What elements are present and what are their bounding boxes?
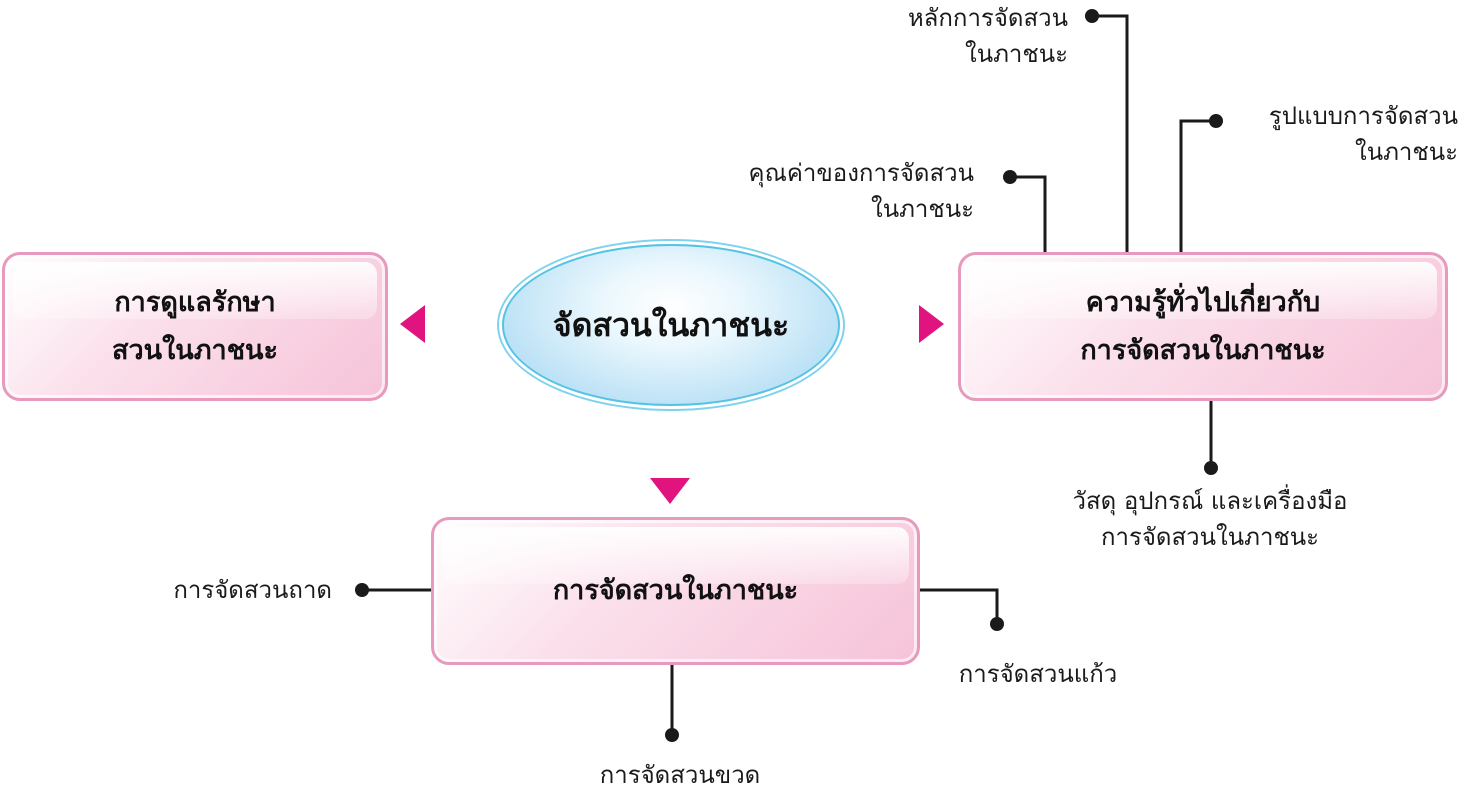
central-topic-label: จัดสวนในภาชนะ xyxy=(552,305,790,344)
general-knowledge-box: ความรู้ทั่วไปเกี่ยวกับ การจัดสวนในภาชนะ xyxy=(958,252,1448,401)
general-knowledge-label: ความรู้ทั่วไปเกี่ยวกับ การจัดสวนในภาชนะ xyxy=(1080,287,1326,366)
leaf-bottle-garden: การจัดสวนขวด xyxy=(599,761,761,789)
leaf-value: คุณค่าของการจัดสวน ในภาชนะ xyxy=(748,159,974,223)
connector-value xyxy=(1010,175,1047,252)
connector-glass xyxy=(920,588,999,624)
arrow-to-bottom-box xyxy=(650,416,690,504)
dot-bottle xyxy=(665,728,679,742)
dot-materials xyxy=(1204,461,1218,475)
arrow-to-left-box xyxy=(400,305,492,343)
leaf-tray-garden: การจัดสวนถาด xyxy=(173,576,332,604)
dot-value xyxy=(1003,170,1017,184)
dot-patterns xyxy=(1209,114,1223,128)
leaf-glass-garden: การจัดสวนแก้ว xyxy=(958,660,1118,688)
central-topic-ellipse: จัดสวนในภาชนะ xyxy=(502,244,840,406)
dot-principles xyxy=(1085,9,1099,23)
arrow-to-right-box xyxy=(850,305,944,343)
leaf-principles: หลักการจัดสวน ในภาชนะ xyxy=(907,4,1068,68)
container-gardening-box: การจัดสวนในภาชนะ xyxy=(431,517,920,665)
connector-principles xyxy=(1092,14,1129,252)
leaf-materials: วัสดุ อุปกรณ์ และเครื่องมือ การจัดสวนในภ… xyxy=(1072,487,1348,551)
leaf-patterns: รูปแบบการจัดสวน ในภาชนะ xyxy=(1268,102,1458,166)
container-gardening-label: การจัดสวนในภาชนะ xyxy=(552,575,799,607)
dot-tray xyxy=(355,583,369,597)
care-maintenance-box: การดูแลรักษา สวนในภาชนะ xyxy=(2,252,388,401)
care-maintenance-label: การดูแลรักษา สวนในภาชนะ xyxy=(112,287,278,366)
connector-patterns xyxy=(1179,119,1216,252)
dot-glass xyxy=(990,617,1004,631)
